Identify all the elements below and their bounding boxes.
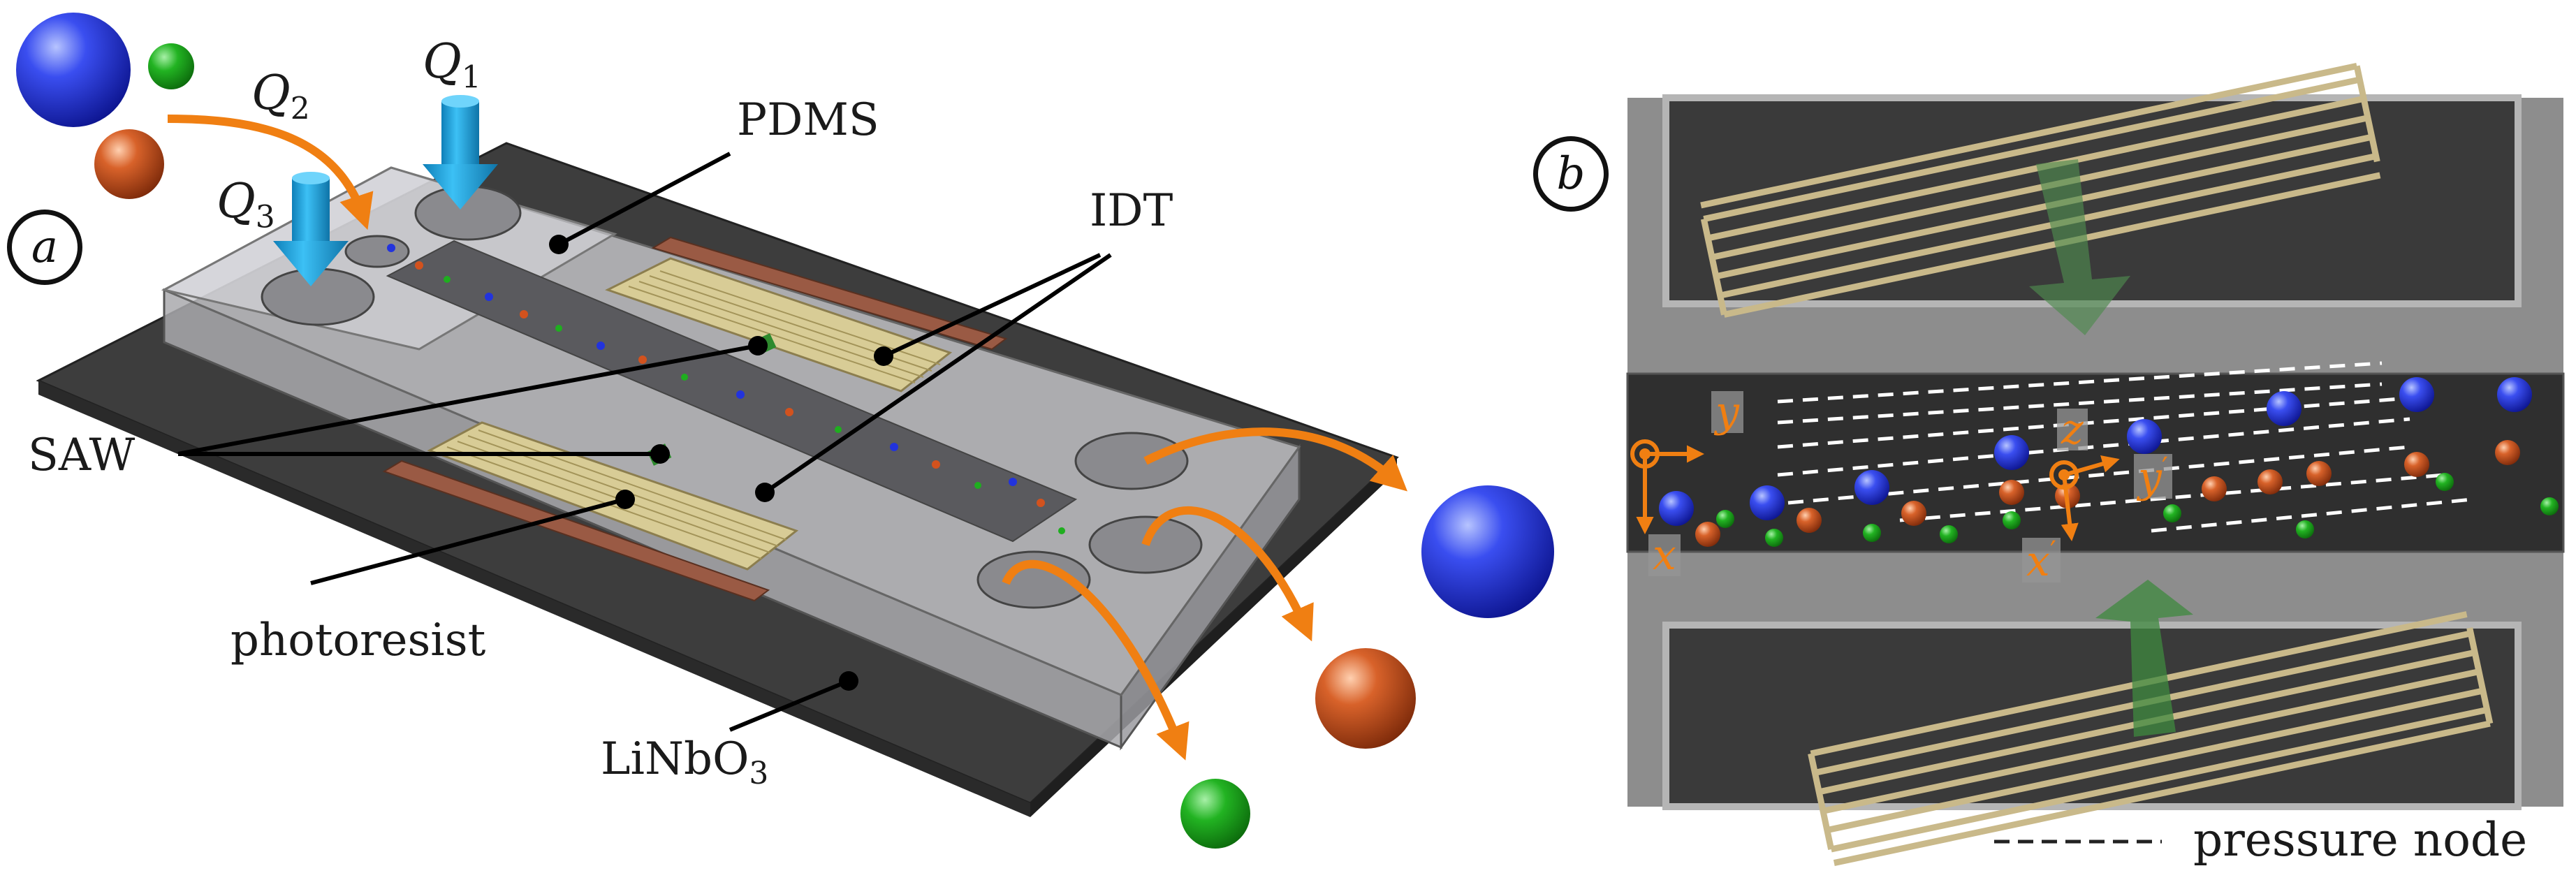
photoresist-bottom-strip xyxy=(382,460,770,602)
outgoing-orange-particle xyxy=(1315,648,1416,749)
photoresist-top-strip xyxy=(651,236,1008,351)
outlet-well-3 xyxy=(976,550,1091,609)
panel-a-badge: a xyxy=(7,210,82,285)
flow-label-q3-sub: 3 xyxy=(255,199,275,235)
axis-label-y-prime-letter: y xyxy=(2138,453,2162,502)
label-linbo3-sub: 3 xyxy=(749,755,769,791)
incoming-green-particle xyxy=(148,43,194,89)
label-idt: IDT xyxy=(1090,185,1173,237)
outlet-arrow-orange xyxy=(1141,506,1314,642)
flow-label-q1-letter: Q xyxy=(423,34,462,89)
outlet-arrow-green xyxy=(1002,559,1190,761)
q2-flow-arrow xyxy=(167,115,374,230)
leader-dots xyxy=(549,235,893,691)
axis-label-z: z xyxy=(2057,409,2088,450)
label-pdms: PDMS xyxy=(737,94,879,146)
channel-particles xyxy=(387,244,1065,534)
flow-label-q1-sub: 1 xyxy=(461,59,481,96)
label-linbo3: LiNbO3 xyxy=(601,737,768,789)
axis-label-x-prime-mark: ′ xyxy=(2049,536,2056,568)
panel-b xyxy=(1626,63,2565,866)
axis-label-y-prime-mark: ′ xyxy=(2161,452,2168,484)
flow-label-q2-sub: 2 xyxy=(290,91,310,127)
axis-label-y: y xyxy=(1711,391,1743,433)
axis-label-x-prime-letter: x xyxy=(2026,537,2050,586)
panel-a xyxy=(16,13,1554,849)
axis-label-y-prime: y′ xyxy=(2134,454,2172,499)
saw-arrow-up xyxy=(2095,580,2193,737)
axes-xy xyxy=(1630,439,1705,535)
outlet-well-1 xyxy=(1074,432,1189,490)
flow-label-q2: Q2 xyxy=(251,70,310,125)
pressure-nodes xyxy=(1777,361,2473,533)
saw-arrow-down xyxy=(2029,159,2130,335)
inlet-well-q2 xyxy=(344,235,410,268)
incoming-blue-particle xyxy=(16,13,131,127)
axis-label-x-prime: x′ xyxy=(2022,538,2061,582)
axis-label-x: x xyxy=(1648,534,1681,576)
legend-pressure-node: pressure node xyxy=(2193,813,2528,867)
outgoing-blue-particle xyxy=(1421,485,1554,618)
flow-label-q3-letter: Q xyxy=(217,174,256,229)
label-linbo3-main: LiNbO xyxy=(601,733,749,785)
panel-a-badge-text: a xyxy=(31,221,59,273)
axes-xprime-yprime xyxy=(2049,455,2120,542)
flow-label-q1: Q1 xyxy=(423,38,481,94)
outlet-arrow-blue xyxy=(1143,427,1407,492)
inlet-arrow-q3 xyxy=(273,172,349,286)
inlet-arrow-q1 xyxy=(423,95,498,210)
label-photoresist: photoresist xyxy=(230,615,486,666)
flow-label-q2-letter: Q xyxy=(251,66,291,121)
panel-b-particles xyxy=(1659,377,2559,547)
flow-label-q3: Q3 xyxy=(217,178,275,233)
outgoing-green-particle xyxy=(1180,779,1250,849)
top-idt-electrodes xyxy=(1700,63,2381,318)
separation-channel xyxy=(386,240,1078,543)
bottom-chamber xyxy=(1669,629,2515,807)
panel-b-badge-text: b xyxy=(1556,148,1586,200)
incoming-orange-particle xyxy=(94,129,164,199)
panel-b-badge: b xyxy=(1533,136,1609,212)
leader-lines xyxy=(177,152,1112,732)
label-saw: SAW xyxy=(28,430,136,481)
idt-bottom xyxy=(427,421,799,571)
